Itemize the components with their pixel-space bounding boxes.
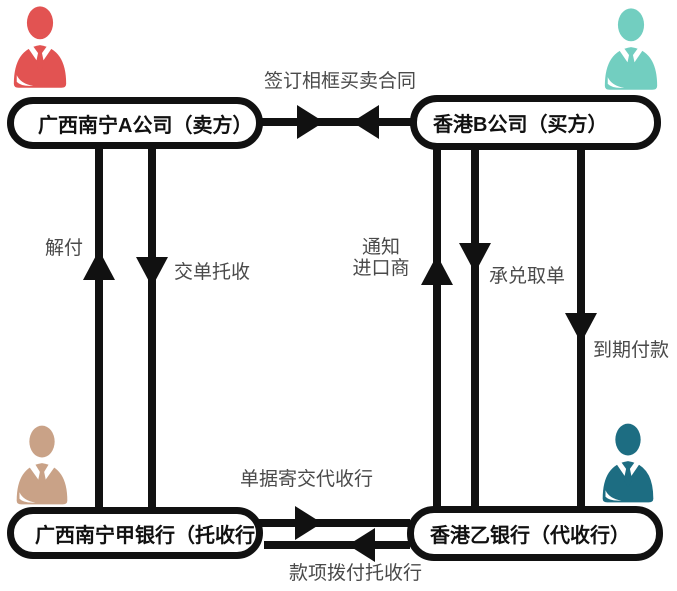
node-remitting-bank-label: 广西南宁甲银行（托收行） bbox=[35, 524, 275, 547]
node-remitting-bank: 广西南宁甲银行（托收行） bbox=[7, 507, 275, 559]
businessman-icon bbox=[604, 8, 658, 90]
arrow-up-icon bbox=[83, 250, 115, 280]
edge-label-accept-docs: 承兑取单 bbox=[489, 266, 566, 287]
connector-send-docs bbox=[258, 519, 410, 527]
edge-label-notify-importer-line2: 进口商 bbox=[352, 258, 410, 279]
arrow-left-icon bbox=[348, 528, 375, 562]
businessman-icon bbox=[13, 6, 67, 88]
edge-label-release-payment: 解付 bbox=[45, 238, 84, 259]
connector-remit-funds bbox=[264, 541, 410, 549]
node-seller-label: 广西南宁A公司（卖方） bbox=[38, 114, 253, 137]
connector-accept-docs bbox=[471, 140, 479, 515]
arrow-down-icon bbox=[565, 313, 597, 343]
edge-label-send-docs: 单据寄交代收行 bbox=[240, 469, 374, 490]
edge-label-submit-docs: 交单托收 bbox=[174, 262, 251, 283]
edge-label-remit-funds: 款项拨付托收行 bbox=[289, 563, 423, 584]
arrow-right-icon bbox=[297, 105, 324, 139]
connector-submit-docs bbox=[148, 140, 156, 515]
edge-label-notify-importer-line1: 通知 bbox=[361, 237, 400, 258]
businessman-icon bbox=[602, 423, 654, 503]
edge-label-sign-contract: 签订相框买卖合同 bbox=[263, 71, 416, 92]
arrow-right-icon bbox=[295, 506, 322, 540]
edge-label-pay-maturity: 到期付款 bbox=[593, 340, 670, 361]
arrow-left-icon bbox=[352, 105, 379, 139]
node-seller: 广西南宁A公司（卖方） bbox=[7, 97, 263, 149]
arrow-down-icon bbox=[136, 257, 168, 287]
node-collecting-bank: 香港乙银行（代收行） bbox=[407, 506, 663, 561]
node-buyer-label: 香港B公司（买方） bbox=[433, 114, 608, 136]
edge-label-notify-importer: 通知 进口商 bbox=[350, 237, 412, 279]
arrow-down-icon bbox=[459, 243, 491, 273]
connector-sign-contract bbox=[258, 118, 420, 126]
connector-notify-importer bbox=[433, 140, 441, 515]
businessman-icon bbox=[16, 425, 68, 505]
connector-release-payment bbox=[95, 140, 103, 515]
node-buyer: 香港B公司（买方） bbox=[410, 95, 661, 150]
node-collecting-bank-label: 香港乙银行（代收行） bbox=[430, 525, 630, 547]
arrow-up-icon bbox=[421, 255, 453, 285]
